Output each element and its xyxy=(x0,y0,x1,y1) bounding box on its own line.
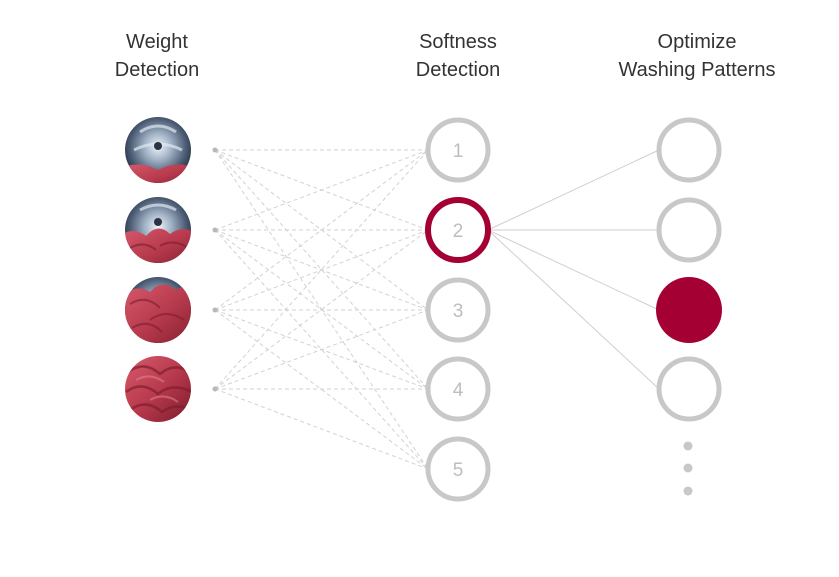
heading-softness-line1: Softness xyxy=(419,31,497,53)
drum-image-full-load xyxy=(125,356,191,422)
connection-weight-2-softness-1 xyxy=(214,149,429,231)
softness-node-4: 4 xyxy=(425,356,491,422)
pattern-node-2 xyxy=(656,197,722,263)
softness-node-label-1: 1 xyxy=(453,141,464,162)
softness-node-label-2: 2 xyxy=(453,221,464,242)
connection-weight-4-softness-1 xyxy=(214,149,429,390)
connection-weight-2-softness-4 xyxy=(214,229,429,390)
heading-softness-line2: Detection xyxy=(415,59,501,81)
softness-node-label-3: 3 xyxy=(453,301,464,322)
more-patterns-dot-2 xyxy=(683,463,693,473)
heading-softness-detection: Softness Detection xyxy=(348,28,568,84)
connection-weight-4-softness-5 xyxy=(214,388,429,470)
connection-weight-2-softness-5 xyxy=(214,229,429,470)
softness-node-2: 2 xyxy=(425,197,491,263)
connection-weight-4-softness-2 xyxy=(214,229,429,390)
connection-weight-3-softness-1 xyxy=(214,149,429,311)
softness-node-3: 3 xyxy=(425,277,491,343)
heading-weight-line2: Detection xyxy=(114,59,200,81)
connection-weight-4-softness-3 xyxy=(214,309,429,390)
heading-weight-detection: Weight Detection xyxy=(47,28,267,84)
heading-weight-line1: Weight xyxy=(126,31,188,53)
connection-softness-to-pattern-3 xyxy=(487,229,660,311)
connection-weight-1-softness-4 xyxy=(214,149,429,390)
heading-optimize-patterns: Optimize Washing Patterns xyxy=(587,28,807,84)
weight-to-softness-connections xyxy=(214,149,429,470)
more-patterns-dot-3 xyxy=(683,486,693,496)
heading-patterns-line2: Washing Patterns xyxy=(618,59,776,81)
drum-image-heavy-load xyxy=(125,277,191,343)
softness-node-1: 1 xyxy=(425,117,491,183)
weight-output-dot-3 xyxy=(212,307,218,313)
softness-to-pattern-connections xyxy=(487,149,660,390)
drum-image-light-load xyxy=(125,117,191,183)
softness-node-5: 5 xyxy=(425,436,491,502)
pattern-node-1 xyxy=(656,117,722,183)
connection-softness-to-pattern-4 xyxy=(487,229,660,390)
connection-weight-3-softness-2 xyxy=(214,229,429,311)
weight-output-dot-1 xyxy=(212,147,218,153)
softness-node-label-5: 5 xyxy=(453,460,464,481)
more-patterns-dot-1 xyxy=(683,441,693,451)
pattern-node-4 xyxy=(656,356,722,422)
softness-node-label-4: 4 xyxy=(453,380,464,401)
pattern-node-3-selected xyxy=(656,277,722,343)
drum-image-medium-load xyxy=(125,197,191,263)
connection-softness-to-pattern-1 xyxy=(487,149,660,231)
weight-output-dot-4 xyxy=(212,386,218,392)
heading-patterns-line1: Optimize xyxy=(657,31,737,53)
weight-output-dot-2 xyxy=(212,227,218,233)
connection-weight-3-softness-5 xyxy=(214,309,429,470)
